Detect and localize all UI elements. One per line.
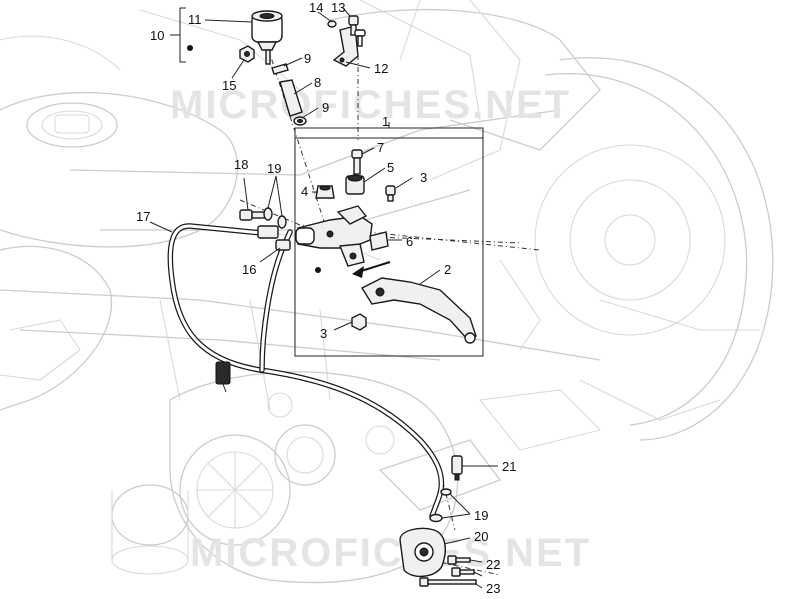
- hose-clamp-9-upper: [271, 63, 289, 75]
- hose-8: [279, 79, 303, 117]
- fitting-4: [315, 185, 335, 199]
- callout-3-lower: 3: [320, 326, 327, 341]
- washer-14: [327, 20, 337, 28]
- callout-4: 4: [301, 184, 308, 199]
- callout-18: 18: [234, 157, 248, 172]
- callout-2: 2: [444, 262, 451, 277]
- washers-19-upper: [263, 207, 287, 229]
- callout-16: 16: [242, 262, 256, 277]
- assembly-bracket: [294, 127, 484, 138]
- bolt-7: [351, 149, 363, 175]
- callout-5: 5: [387, 160, 394, 175]
- bolt-23: [419, 577, 477, 587]
- callout-15: 15: [222, 78, 236, 93]
- slave-cylinder-20: [399, 527, 446, 577]
- callout-9-lower: 9: [322, 100, 329, 115]
- callout-14: 14: [309, 0, 323, 15]
- callout-6: 6: [406, 234, 413, 249]
- assembly-marker-dot-1: [315, 267, 321, 273]
- hose-fitting-upper: [257, 225, 279, 239]
- nut-3-lower: [351, 313, 367, 331]
- callout-7: 7: [377, 140, 384, 155]
- master-cylinder-assembly-box: [294, 137, 484, 357]
- connector: [215, 361, 231, 393]
- callout-13: 13: [331, 0, 345, 15]
- callout-labels: 1 2 3 3 4 5 6 7 8 9 9 10 11 12 13 14 15 …: [136, 0, 516, 596]
- callout-10: 10: [150, 28, 164, 43]
- callout-20: 20: [474, 529, 488, 544]
- reservoir-group-bracket: [179, 7, 186, 63]
- callout-22: 22: [486, 557, 500, 572]
- cap-5: [345, 174, 365, 195]
- boot-6: [369, 231, 389, 251]
- hydraulic-hose-17: [167, 223, 445, 519]
- hose-clamp-9-lower: [293, 116, 307, 126]
- bolt-13: [348, 15, 359, 36]
- direction-arrow: [352, 266, 364, 278]
- callout-9-upper: 9: [304, 51, 311, 66]
- callout-1: 1: [382, 114, 389, 129]
- assembly-marker-dot: [187, 45, 193, 51]
- callout-23: 23: [486, 581, 500, 596]
- callout-19-upper: 19: [267, 161, 281, 176]
- bleeder-21: [451, 455, 463, 481]
- callout-21: 21: [502, 459, 516, 474]
- watermark-bottom: MICROFICHES.NET: [190, 531, 591, 575]
- nut-15: [239, 45, 255, 63]
- clutch-lever-2: [360, 277, 477, 344]
- callout-12: 12: [374, 61, 388, 76]
- callout-19-lower: 19: [474, 508, 488, 523]
- bolt-18: [239, 209, 267, 221]
- fluid-reservoir: [251, 10, 283, 65]
- screw-3-upper: [385, 185, 396, 202]
- callout-3-upper: 3: [420, 170, 427, 185]
- screw-top: [354, 29, 366, 47]
- watermark-top: MICROFICHES.NET: [170, 83, 571, 127]
- callout-11: 11: [188, 12, 202, 27]
- callout-17: 17: [136, 209, 150, 224]
- washers-19-lower: [429, 488, 452, 523]
- master-cylinder-body: [295, 205, 373, 267]
- callout-8: 8: [314, 75, 321, 90]
- leader-lines: [149, 7, 498, 589]
- switch-16: [275, 239, 291, 251]
